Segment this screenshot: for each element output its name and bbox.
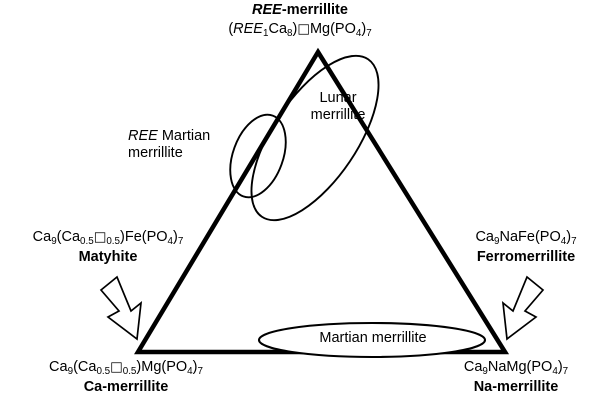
martian-merrillite-field-ellipse	[257, 321, 487, 359]
matyhite-mineral-name: Matyhite	[78, 248, 138, 265]
arrow-to-ca-merrillite-icon	[99, 275, 143, 341]
ferromerrillite-formula: Ca9NaFe(PO4)7	[475, 229, 577, 247]
left-edge-label: Ca9(Ca0.5□0.5)Fe(PO4)7 Matyhite	[8, 228, 208, 266]
ree-martian-merrillite-field-label: REE Martian merrillite	[128, 128, 252, 162]
apex-mineral-name: REE-merrillite	[252, 2, 348, 18]
lunar-merrillite-field-label: Lunar merrillite	[290, 90, 386, 124]
right-edge-label: Ca9NaFe(PO4)7 Ferromerrillite	[452, 228, 600, 266]
ree-martian-merrillite-field-ellipse	[229, 113, 287, 199]
na-merrillite-mineral-name: Na-merrillite	[473, 378, 559, 395]
martian-merrillite-field-label: Martian merrillite	[319, 330, 427, 346]
bottom-left-vertex-label: Ca9(Ca0.5□0.5)Mg(PO4)7 Ca-merrillite	[6, 358, 246, 396]
ree-martian-field-line2: merrillite	[128, 145, 183, 162]
ca-merrillite-formula: Ca9(Ca0.5□0.5)Mg(PO4)7	[49, 359, 203, 377]
lunar-merrillite-field-ellipse	[250, 54, 380, 222]
lunar-field-line2: merrillite	[310, 107, 366, 124]
ferromerrillite-mineral-name: Ferromerrillite	[476, 248, 576, 265]
lunar-field-line1: Lunar	[319, 90, 357, 106]
apex-vertex-label: REE-merrillite (REE1Ca8)□Mg(PO4)7	[0, 2, 600, 39]
bottom-right-vertex-label: Ca9NaMg(PO4)7 Na-merrillite	[432, 358, 600, 396]
matyhite-formula: Ca9(Ca0.5□0.5)Fe(PO4)7	[32, 229, 184, 247]
apex-formula: (REE1Ca8)□Mg(PO4)7	[228, 21, 372, 39]
ree-martian-field-line1: REE Martian	[128, 128, 211, 144]
ca-merrillite-mineral-name: Ca-merrillite	[83, 378, 169, 395]
na-merrillite-formula: Ca9NaMg(PO4)7	[463, 359, 569, 377]
arrow-to-na-merrillite-icon	[501, 275, 545, 341]
